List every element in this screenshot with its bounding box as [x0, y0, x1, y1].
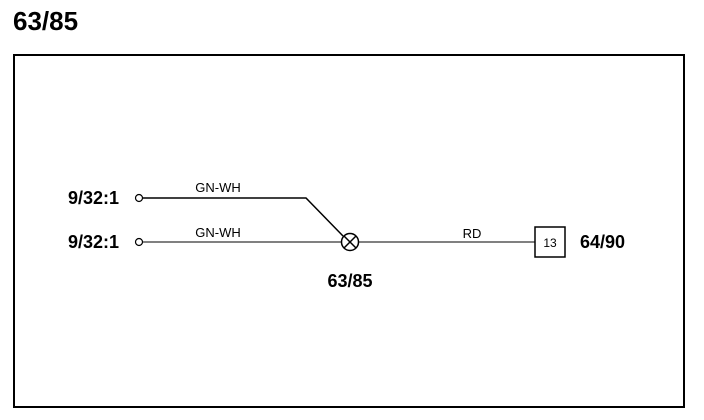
connector-label: 64/90 [580, 232, 625, 252]
splice-label: 63/85 [327, 271, 372, 291]
wire-output-label: RD [463, 226, 482, 241]
connector-pin-label: 13 [543, 236, 557, 250]
terminal-bottom-icon [134, 237, 144, 247]
wire-bottom-label: GN-WH [195, 225, 241, 240]
wire-top-label: GN-WH [195, 180, 241, 195]
page-title: 63/85 [13, 6, 79, 36]
wire-top [143, 197, 344, 237]
splice-icon [340, 232, 360, 252]
diagram-frame [13, 54, 685, 408]
terminal-top-icon [134, 193, 144, 203]
connector-box [534, 226, 566, 258]
source-label-bottom: 9/32:1 [68, 232, 119, 252]
source-label-top: 9/32:1 [68, 188, 119, 208]
